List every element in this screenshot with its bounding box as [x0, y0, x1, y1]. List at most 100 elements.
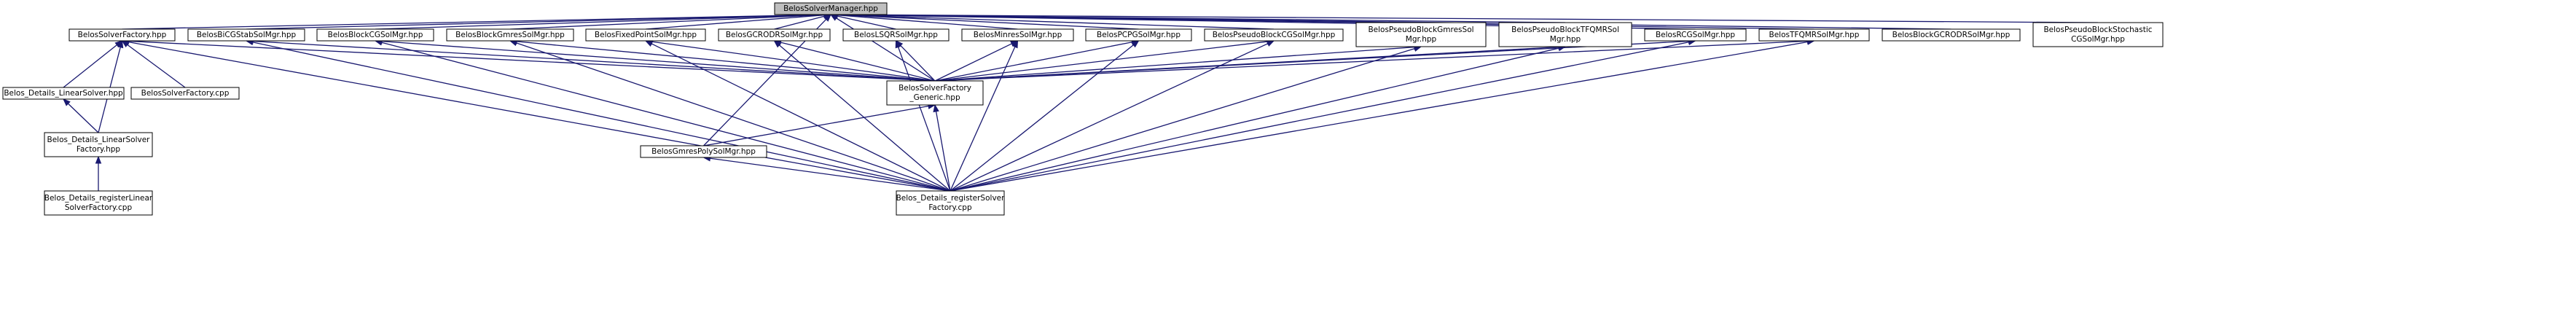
- edge-solverFactory-to-root: [122, 14, 825, 30]
- node-box: [44, 190, 153, 216]
- node-label: Belos_Details_registerSolver: [896, 194, 1006, 203]
- node-solverFactory[interactable]: BelosSolverFactory.hpp: [68, 28, 176, 42]
- edge-registerSolverFactory-to-pseudoblockcg: [950, 43, 1269, 192]
- node-label: BelosMinresSolMgr.hpp: [974, 31, 1062, 39]
- edge-fixedpoint-to-root: [645, 15, 825, 30]
- edge-blockgcrodr-to-root: [837, 14, 1951, 30]
- arrowhead-registerSolverFactory-to-minres: [1011, 39, 1019, 49]
- node-box: [316, 28, 434, 42]
- node-box: [1644, 28, 1747, 42]
- edge-blockgmres-to-root: [509, 14, 825, 30]
- edge-registerSolverFactory-to-factoryGeneric: [935, 111, 951, 192]
- edge-registerSolverFactory-to-lsqr: [897, 47, 951, 192]
- node-box: [2, 87, 125, 100]
- node-box: [718, 28, 831, 42]
- node-label: BelosSolverFactory.hpp: [78, 31, 167, 39]
- edge-factoryGeneric-to-pseudoblockcg: [934, 41, 1268, 82]
- node-label: BelosGCRODRSolMgr.hpp: [726, 31, 823, 39]
- edge-registerSolverFactory-to-rcg: [950, 42, 1689, 192]
- node-lsqr[interactable]: BelosLSQRSolMgr.hpp: [842, 28, 950, 42]
- node-blockcg[interactable]: BelosBlockCGSolMgr.hpp: [316, 28, 434, 42]
- node-box: [585, 28, 706, 42]
- node-label: BelosBlockGCRODRSolMgr.hpp: [1892, 31, 2011, 39]
- node-box: [640, 145, 767, 158]
- edge-factoryGeneric-to-rcg: [934, 40, 1689, 82]
- edge-gmrespoly-to-factoryGeneric: [703, 105, 929, 146]
- node-label: Factory.hpp: [77, 145, 121, 154]
- node-label: BelosBiCGStabSolMgr.hpp: [197, 31, 297, 39]
- arrowhead-detailsLinearSolverFactory-to-solverFactory: [117, 39, 124, 49]
- node-label: BelosPseudoBlockTFQMRSol: [1511, 26, 1619, 34]
- edge-pcpg-to-root: [837, 14, 1139, 30]
- node-box: [446, 28, 574, 42]
- node-label: BelosGmresPolySolMgr.hpp: [651, 147, 756, 156]
- arrowhead-gmrespoly-to-root: [823, 14, 831, 22]
- arrowhead-factoryGeneric-to-root: [829, 14, 839, 21]
- edge-detailsLinearSolver-to-solverFactory: [63, 44, 117, 88]
- node-box: [1204, 28, 1344, 42]
- node-box: [1882, 28, 2021, 42]
- node-pseudoblockcg[interactable]: BelosPseudoBlockCGSolMgr.hpp: [1204, 28, 1344, 42]
- edge-gcrodr-to-root: [774, 15, 825, 30]
- node-box: [1355, 22, 1487, 47]
- node-label: BelosSolverFactory.cpp: [141, 89, 230, 98]
- node-box: [842, 28, 950, 42]
- edge-registerSolverFactory-to-pseudoblockgmres: [950, 48, 1415, 192]
- edge-registerSolverFactory-to-fixedpoint: [651, 43, 951, 192]
- edge-factoryGeneric-to-blockcg: [381, 40, 936, 82]
- node-label: SolverFactory.cpp: [65, 203, 133, 212]
- node-label: Mgr.hpp: [1406, 35, 1437, 44]
- node-rcg[interactable]: BelosRCGSolMgr.hpp: [1644, 28, 1747, 42]
- edge-registerSolverFactory-to-pcpg: [950, 44, 1134, 192]
- node-label: BelosPseudoBlockStochastic: [2043, 26, 2152, 34]
- edge-registerSolverFactory-to-bicgstab: [252, 42, 951, 192]
- arrowhead-registerSolverFactory-to-fixedpoint: [644, 40, 654, 47]
- node-box: [774, 2, 888, 15]
- node-blockgmres[interactable]: BelosBlockGmresSolMgr.hpp: [446, 28, 574, 42]
- node-tfqmr[interactable]: BelosTFQMRSolMgr.hpp: [1758, 28, 1870, 42]
- node-box: [68, 28, 176, 42]
- arrowhead-registerSolverFactory-to-lsqr: [895, 39, 901, 49]
- node-bicgstab[interactable]: BelosBiCGStabSolMgr.hpp: [187, 28, 305, 42]
- node-box: [1085, 28, 1192, 42]
- node-pcpg[interactable]: BelosPCPGSolMgr.hpp: [1085, 28, 1192, 42]
- edge-registerSolverFactory-to-minres: [950, 46, 1016, 192]
- node-solverFactoryCpp[interactable]: BelosSolverFactory.cpp: [130, 87, 240, 100]
- node-gcrodr[interactable]: BelosGCRODRSolMgr.hpp: [718, 28, 831, 42]
- node-box: [187, 28, 305, 42]
- arrowhead-registerSolverFactory-to-pcpg: [1131, 40, 1140, 48]
- edges-layer: [63, 11, 2099, 192]
- node-factoryGeneric[interactable]: BelosSolverFactory_Generic.hpp: [886, 80, 984, 106]
- node-registerLinearSolverFactory[interactable]: Belos_Details_registerLinearSolverFactor…: [44, 190, 153, 216]
- arrowhead-registerLinearSolverFactory-to-detailsLinearSolverFactory: [95, 155, 102, 164]
- edge-solverFactoryCpp-to-solverFactory: [127, 44, 186, 88]
- node-gmrespoly[interactable]: BelosGmresPolySolMgr.hpp: [640, 145, 767, 158]
- node-label: BelosPseudoBlockCGSolMgr.hpp: [1213, 31, 1336, 39]
- edge-factoryGeneric-to-bicgstab: [252, 40, 936, 82]
- arrowhead-registerSolverFactory-to-pseudoblockcg: [1266, 40, 1275, 47]
- node-label: BelosRCGSolMgr.hpp: [1656, 31, 1735, 39]
- node-fixedpoint[interactable]: BelosFixedPointSolMgr.hpp: [585, 28, 706, 42]
- node-label: BelosBlockCGSolMgr.hpp: [328, 31, 423, 39]
- edge-registerSolverFactory-to-tfqmr: [950, 41, 1808, 192]
- node-box: [44, 132, 153, 157]
- node-root[interactable]: BelosSolverManager.hpp: [774, 2, 888, 15]
- node-minres[interactable]: BelosMinresSolMgr.hpp: [961, 28, 1074, 42]
- edge-detailsLinearSolverFactory-to-detailsLinearSolver: [68, 103, 99, 133]
- node-box: [2032, 22, 2164, 47]
- node-blockgcrodr[interactable]: BelosBlockGCRODRSolMgr.hpp: [1882, 28, 2021, 42]
- edge-registerSolverFactory-to-pseudoblocktfqmr: [950, 47, 1559, 192]
- arrowhead-registerSolverFactory-to-gcrodr: [773, 40, 782, 48]
- node-label: _Generic.hpp: [909, 93, 960, 102]
- edge-registerSolverFactory-to-blockgmres: [516, 42, 951, 192]
- arrowhead-detailsLinearSolverFactory-to-detailsLinearSolver: [63, 98, 71, 106]
- node-detailsLinearSolver[interactable]: Belos_Details_LinearSolver.hpp: [2, 87, 125, 100]
- node-label: BelosPseudoBlockGmresSol: [1368, 26, 1473, 34]
- edge-registerSolverFactory-to-solverFactory: [128, 41, 951, 192]
- node-box: [1758, 28, 1870, 42]
